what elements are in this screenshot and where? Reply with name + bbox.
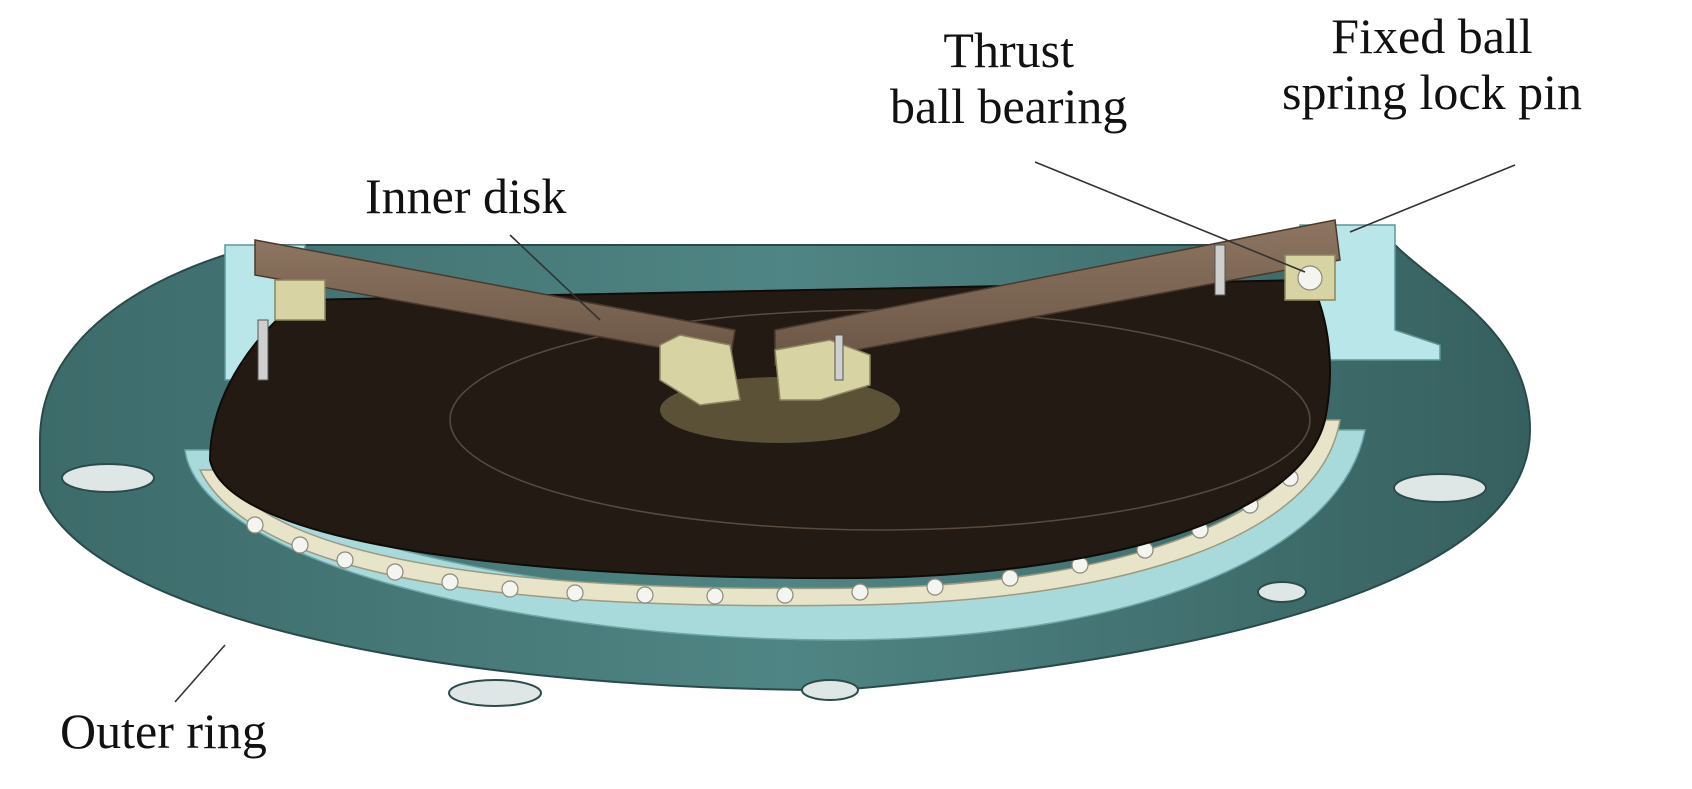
- label-outer-ring-text: Outer ring: [60, 703, 267, 759]
- leader-inner-disk: [509, 234, 601, 321]
- leader-outer-ring: [174, 644, 226, 703]
- label-fixed-line2: spring lock pin: [1282, 64, 1582, 120]
- label-fixed-line1: Fixed ball: [1331, 8, 1533, 64]
- bolt-holes: [61, 463, 1487, 707]
- label-thrust-ball-bearing: Thrust ball bearing: [890, 22, 1127, 134]
- label-fixed-ball-lock-pin: Fixed ball spring lock pin: [1282, 8, 1582, 120]
- leader-lines: [174, 161, 1516, 703]
- label-inner-disk-text: Inner disk: [365, 168, 567, 224]
- label-thrust-line1: Thrust: [943, 22, 1074, 78]
- inner-plate: [208, 278, 1331, 580]
- leader-lock-pin: [1349, 164, 1516, 233]
- label-outer-ring: Outer ring: [60, 703, 267, 759]
- label-inner-disk: Inner disk: [365, 168, 566, 224]
- label-thrust-line2: ball bearing: [890, 78, 1128, 134]
- leader-thrust-bearing: [1034, 161, 1306, 273]
- inner-disk: [254, 219, 1341, 406]
